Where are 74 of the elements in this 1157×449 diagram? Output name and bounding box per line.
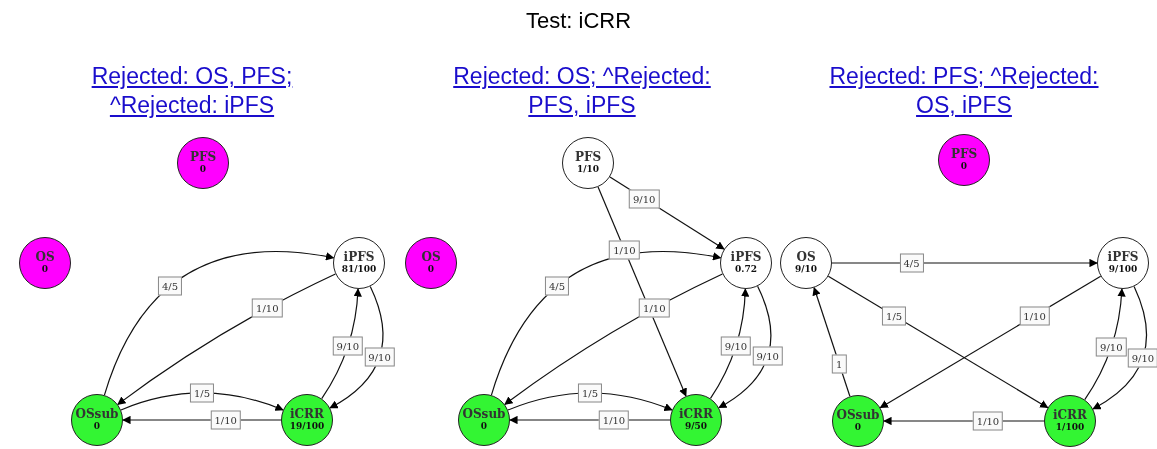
state-name: iCRR <box>289 408 325 422</box>
edge-label: 1/10 <box>252 298 283 318</box>
state-value: 0 <box>427 264 435 275</box>
state-circle <box>458 394 510 446</box>
state-name: iPFS <box>1107 251 1139 265</box>
state-circle <box>333 237 385 289</box>
state-value: 19/100 <box>289 421 325 432</box>
panel-heading-link: Rejected: PFS; ^Rejected: OS, iPFS <box>828 62 1100 120</box>
state-circle <box>720 237 772 289</box>
chart-title: Test: iCRR <box>524 8 633 34</box>
state-circle <box>832 395 884 447</box>
edge-label: 4/5 <box>899 253 924 273</box>
state-circle <box>71 394 123 446</box>
state-value: 81/100 <box>341 264 377 275</box>
state-name: PFS <box>189 151 217 165</box>
state-name: OS <box>796 251 816 265</box>
arrow <box>827 275 1049 409</box>
state-circle <box>405 237 457 289</box>
state-value: 9/10 <box>794 264 818 275</box>
state-circle <box>177 137 229 189</box>
state-value: 9/100 <box>1108 264 1138 275</box>
edge-label: 1/5 <box>577 383 603 403</box>
state-name: OS <box>35 251 55 265</box>
edge-label: 1/10 <box>609 240 640 260</box>
state-name: iCRR <box>1052 409 1088 423</box>
edge-label: 1/10 <box>598 410 630 430</box>
state-value: 0 <box>41 264 49 275</box>
state-circle <box>562 137 614 189</box>
edge-label: 9/10 <box>1127 348 1157 368</box>
edge-label: 4/5 <box>544 276 569 296</box>
state-circle <box>670 394 722 446</box>
state-value: 0 <box>960 161 968 172</box>
arrow <box>812 286 851 397</box>
edge-label: 1/10 <box>210 410 241 430</box>
state-name: iCRR <box>678 408 714 422</box>
edge-label: 1/10 <box>1019 306 1050 326</box>
edge-label: 1/10 <box>972 411 1004 431</box>
edge-label: 1/10 <box>639 298 670 318</box>
state-circle <box>19 237 71 289</box>
state-name: PFS <box>950 148 978 162</box>
state-name: iPFS <box>343 251 375 265</box>
state-value: 0 <box>93 421 101 432</box>
state-name: OS <box>421 251 441 265</box>
panel-heading-link: Rejected: OS; ^Rejected: PFS, iPFS <box>452 62 712 120</box>
edge-label: 9/10 <box>332 336 364 356</box>
state-name: PFS <box>574 151 602 165</box>
edge-label: 1 <box>831 354 847 374</box>
edge-label: 1/5 <box>189 383 215 403</box>
state-value: 0 <box>480 421 488 432</box>
edge-label: 9/10 <box>752 346 783 366</box>
state-name: OSsub <box>462 408 506 422</box>
state-value: 1/100 <box>1055 422 1085 433</box>
edge-label: 9/10 <box>364 347 395 367</box>
state-circle <box>938 134 990 186</box>
state-value: 0.72 <box>735 264 757 275</box>
arrow <box>103 250 335 396</box>
edge-label: 9/10 <box>720 336 752 356</box>
state-value: 1/10 <box>576 164 600 175</box>
state-circle <box>780 237 832 289</box>
edge-label: 4/5 <box>157 276 182 296</box>
state-value: 9/50 <box>684 421 708 432</box>
arrow <box>831 258 1098 268</box>
state-circle <box>1044 395 1096 447</box>
state-name: iPFS <box>730 251 762 265</box>
state-value: 0 <box>199 164 207 175</box>
state-value: 0 <box>854 422 862 433</box>
state-circle <box>1097 237 1149 289</box>
state-name: OSsub <box>836 409 880 423</box>
state-circle <box>281 394 333 446</box>
panel-heading-link: Rejected: OS, PFS; ^Rejected: iPFS <box>90 62 294 120</box>
edge-label: 9/10 <box>628 189 660 209</box>
state-name: OSsub <box>75 408 119 422</box>
edge-label: 1/5 <box>882 306 907 326</box>
edge-label: 9/10 <box>1096 337 1127 357</box>
